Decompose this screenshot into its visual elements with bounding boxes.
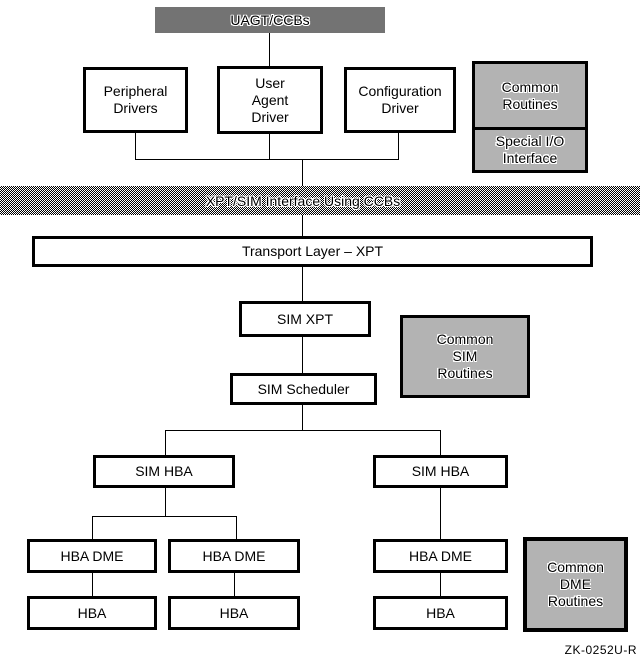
hba-dme-split-line <box>92 516 237 517</box>
hba-dme-3-label: HBA DME <box>408 547 472 564</box>
sim-xpt-label: SIM XPT <box>276 310 333 327</box>
driver-bus-line <box>135 159 399 160</box>
connector-hbadme-3-to-hba-3 <box>440 573 441 596</box>
sim-hba-right-label: SIM HBA <box>411 463 470 479</box>
connector-peripheral-to-bus <box>135 133 136 160</box>
sim-hba-right-box: SIM HBA <box>373 455 508 488</box>
configuration-driver-box: Configuration Driver <box>344 67 456 133</box>
common-routines-box: Common Routines <box>475 64 585 130</box>
xpt-sim-interface-band: XPT/SIM Interface Using CCBs <box>0 186 640 215</box>
sim-xpt-box: SIM XPT <box>239 301 371 337</box>
user-agent-driver-box: User Agent Driver <box>217 66 323 134</box>
connector-hbadme-2-to-hba-2 <box>234 573 235 596</box>
sim-hba-left-box: SIM HBA <box>93 455 235 488</box>
transport-layer-box: Transport Layer – XPT <box>32 236 593 267</box>
transport-layer-label: Transport Layer – XPT <box>241 243 384 259</box>
common-routines-label: Common Routines <box>501 78 559 112</box>
common-dme-routines-box: Common DME Routines <box>523 537 628 632</box>
hba-3-label: HBA <box>426 604 455 621</box>
common-sim-routines-box: Common SIM Routines <box>400 315 530 398</box>
connector-user-agent-to-bus <box>269 134 270 160</box>
connector-split-to-hbadme-1 <box>92 516 93 539</box>
hba-2-box: HBA <box>168 596 300 630</box>
special-io-interface-box: Special I/O Interface <box>475 130 585 170</box>
hba-1-box: HBA <box>27 596 157 630</box>
sim-scheduler-label: SIM Scheduler <box>257 380 350 397</box>
hba-dme-2-box: HBA DME <box>168 539 300 573</box>
connector-simxpt-to-scheduler <box>302 337 303 373</box>
common-dme-routines-label: Common DME Routines <box>547 559 604 609</box>
peripheral-drivers-box: Peripheral Drivers <box>83 67 188 133</box>
connector-split-to-hbadme-2 <box>236 516 237 539</box>
connector-split-to-simhba-right <box>440 430 441 455</box>
hba-dme-1-label: HBA DME <box>60 547 124 564</box>
connector-uagt-to-user-agent <box>269 33 270 66</box>
connector-configuration-to-bus <box>398 133 399 160</box>
user-agent-driver-label: User Agent Driver <box>251 74 289 125</box>
uagt-ccbs-box: UAGT/CCBs <box>155 7 385 33</box>
connector-hbadme-1-to-hba-1 <box>92 573 93 596</box>
peripheral-drivers-label: Peripheral Drivers <box>103 83 168 116</box>
special-io-interface-label: Special I/O Interface <box>495 133 565 166</box>
connector-bus-to-band <box>302 160 303 186</box>
figure-code: ZK-0252U-R <box>564 643 637 657</box>
hba-dme-2-label: HBA DME <box>202 547 266 564</box>
connector-transport-to-simxpt <box>302 267 303 301</box>
connector-simhba-left-to-split <box>165 488 166 516</box>
sim-hba-split-line <box>165 430 441 431</box>
connector-split-to-simhba-left <box>165 430 166 455</box>
common-sim-routines-label: Common SIM Routines <box>436 331 494 381</box>
hba-2-label: HBA <box>219 604 249 621</box>
uagt-ccbs-label: UAGT/CCBs <box>230 11 310 28</box>
sim-hba-left-label: SIM HBA <box>135 463 193 479</box>
sim-scheduler-box: SIM Scheduler <box>230 373 377 405</box>
configuration-driver-label: Configuration Driver <box>358 83 442 116</box>
hba-dme-1-box: HBA DME <box>27 539 157 573</box>
xpt-sim-interface-label: XPT/SIM Interface Using CCBs <box>205 192 401 209</box>
connector-simhba-right-to-hbadme-3 <box>440 488 441 539</box>
common-routines-stack: Common Routines Special I/O Interface <box>472 61 588 173</box>
connector-band-to-transport <box>302 215 303 236</box>
hba-1-label: HBA <box>77 604 107 621</box>
connector-scheduler-to-split <box>302 405 303 430</box>
hba-dme-3-box: HBA DME <box>373 539 508 573</box>
hba-3-box: HBA <box>373 596 508 630</box>
